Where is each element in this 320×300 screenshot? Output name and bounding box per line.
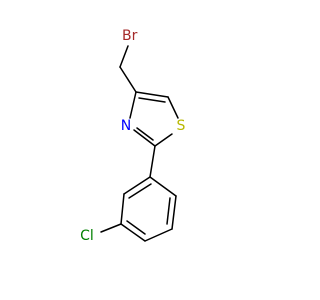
atom-label-group: Br N S Cl xyxy=(80,28,185,244)
bond-benz-inner-2 xyxy=(126,220,146,235)
bond-benz-2-3 xyxy=(120,193,125,225)
atom-chlorine-label: Cl xyxy=(80,228,94,244)
bond-c2-n xyxy=(133,129,156,147)
atom-sulfur-label: S xyxy=(177,118,186,134)
bond-benz-inner-1 xyxy=(128,183,152,199)
bond-c2-phenyl xyxy=(149,145,156,178)
bond-n-c4 xyxy=(129,91,137,119)
bond-ch2-br xyxy=(119,45,129,68)
bond-s-c2 xyxy=(154,133,173,147)
bond-group xyxy=(100,45,179,242)
bond-benz-5-6 xyxy=(171,195,177,230)
bond-benz-inner-3 xyxy=(166,197,171,225)
bond-benz-3-4 xyxy=(120,223,146,242)
bond-c2-n-inner xyxy=(136,127,154,141)
bond-c4-c5 xyxy=(135,91,169,98)
bond-c5-s xyxy=(167,96,179,119)
atom-bromine-label: Br xyxy=(122,28,138,44)
bond-c4-c5-inner xyxy=(138,97,166,103)
bond-c3-cl xyxy=(100,223,122,233)
bond-benz-4-5 xyxy=(144,228,173,242)
atom-nitrogen-label: N xyxy=(121,118,131,134)
bond-ch2-c4 xyxy=(119,66,137,93)
bond-benz-6-1 xyxy=(149,176,177,197)
molecule-structure-diagram: Br N S Cl xyxy=(80,28,185,244)
bond-benz-1-2 xyxy=(123,176,151,195)
